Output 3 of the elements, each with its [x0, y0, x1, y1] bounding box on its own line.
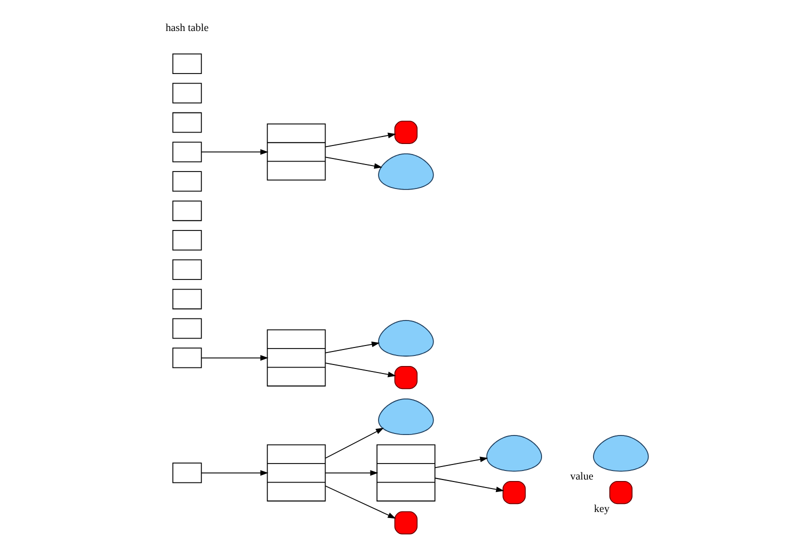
- legend-label: key: [594, 503, 609, 516]
- legend-label: value: [570, 470, 593, 483]
- label: hash table: [165, 22, 208, 34]
